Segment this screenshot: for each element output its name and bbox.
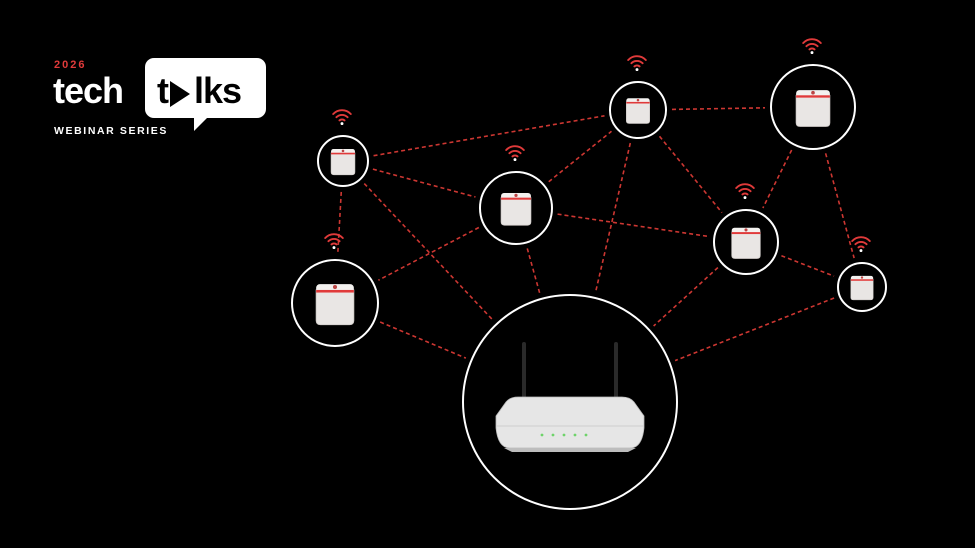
mesh-node-n2 bbox=[479, 145, 553, 245]
network-nodes bbox=[291, 38, 887, 347]
wifi-signal-icon bbox=[735, 183, 755, 200]
mesh-node-icon bbox=[795, 90, 831, 127]
logo-word-talks-end: lks bbox=[194, 70, 242, 111]
wireless-router-icon bbox=[495, 342, 645, 452]
router-body bbox=[495, 396, 645, 449]
link-n2-n6 bbox=[557, 213, 709, 238]
speech-bubble-icon bbox=[145, 58, 266, 118]
link-n4-n6 bbox=[658, 135, 723, 214]
play-icon bbox=[170, 81, 190, 107]
status-led bbox=[551, 433, 555, 437]
link-n2-R bbox=[526, 248, 541, 294]
link-n1-n3 bbox=[336, 191, 343, 255]
router-antenna-left bbox=[522, 342, 526, 400]
link-n4-n5 bbox=[671, 107, 766, 111]
link-n1-n4 bbox=[373, 115, 605, 157]
mesh-node-n4 bbox=[609, 55, 667, 139]
link-n2-n3 bbox=[378, 226, 480, 281]
mesh-node-icon bbox=[731, 227, 761, 259]
logo-word-tech: tech bbox=[53, 70, 124, 111]
router-antenna-right bbox=[614, 342, 618, 400]
link-n3-R bbox=[379, 321, 467, 359]
wifi-signal-icon bbox=[627, 55, 647, 72]
mesh-node-icon bbox=[315, 284, 355, 326]
wifi-signal-icon bbox=[802, 38, 822, 55]
router-node bbox=[462, 294, 678, 510]
link-n2-n4 bbox=[548, 130, 612, 183]
link-n1-n2 bbox=[372, 168, 476, 198]
mesh-node-n6 bbox=[713, 183, 779, 275]
logo-year: 2026 bbox=[54, 59, 87, 71]
link-n5-n6 bbox=[762, 149, 793, 209]
link-n6-R bbox=[653, 266, 719, 327]
status-led bbox=[540, 433, 544, 437]
mesh-node-n3 bbox=[291, 233, 379, 347]
network-links bbox=[336, 107, 855, 362]
mesh-node-icon bbox=[626, 98, 650, 124]
mesh-node-icon bbox=[500, 193, 532, 226]
mesh-node-n1 bbox=[317, 109, 369, 187]
logo-series-label: WEBINAR SERIES bbox=[54, 125, 168, 137]
wifi-signal-icon bbox=[851, 236, 871, 253]
logo-word-talks-start: t bbox=[157, 70, 169, 111]
wifi-signal-icon bbox=[505, 145, 525, 162]
mesh-node-icon bbox=[330, 149, 356, 176]
wifi-signal-icon bbox=[324, 233, 344, 250]
status-led bbox=[573, 433, 577, 437]
link-n4-R bbox=[594, 142, 632, 293]
status-led bbox=[584, 433, 588, 437]
status-led bbox=[562, 433, 566, 437]
link-n1-R bbox=[363, 183, 494, 321]
link-n7-R bbox=[674, 297, 835, 362]
link-n6-n7 bbox=[781, 254, 835, 277]
speech-bubble-tail bbox=[194, 115, 210, 131]
mesh-node-icon bbox=[850, 275, 874, 301]
mesh-node-n7 bbox=[837, 236, 887, 312]
mesh-node-n5 bbox=[770, 38, 856, 150]
link-n5-n7 bbox=[824, 153, 855, 259]
wifi-signal-icon bbox=[332, 109, 352, 126]
